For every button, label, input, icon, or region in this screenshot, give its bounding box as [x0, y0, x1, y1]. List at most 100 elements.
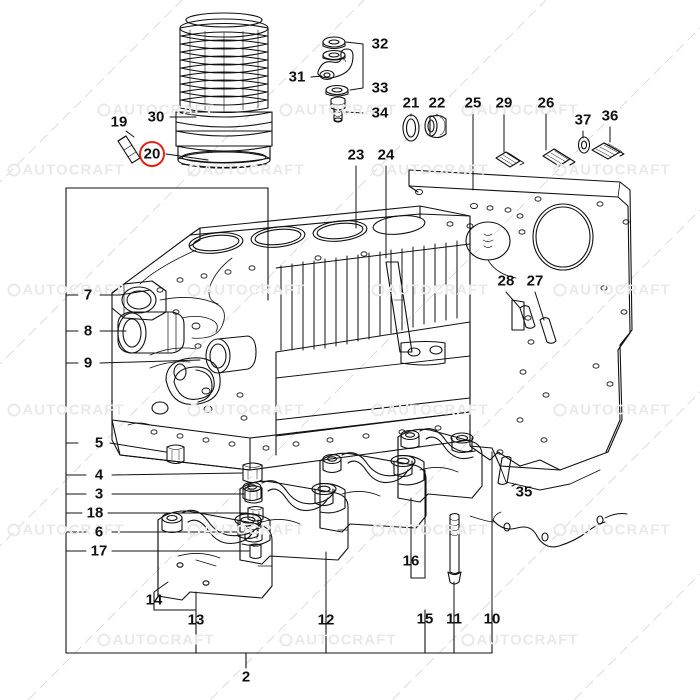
ring-logo-icon: [553, 403, 567, 417]
bolt-26: [542, 148, 576, 167]
cylinder-block-illustration: [111, 205, 471, 471]
callout-32[interactable]: 32: [371, 35, 389, 53]
nut-6: [244, 524, 263, 543]
watermark-text: AUTOCRAFT: [568, 161, 671, 179]
washer-37: [577, 136, 591, 154]
watermark-autocraft: AUTOCRAFT: [461, 632, 578, 649]
watermark-text: AUTOCRAFT: [22, 521, 125, 539]
ring-logo-icon: [279, 633, 293, 647]
watermark-text: AUTOCRAFT: [22, 281, 125, 299]
callout-8[interactable]: 8: [83, 322, 93, 340]
dowel-pin-28: [519, 305, 536, 329]
ring-logo-icon: [7, 283, 21, 297]
watermark-text: AUTOCRAFT: [386, 521, 489, 539]
callout-6[interactable]: 6: [94, 523, 104, 541]
sealing-washer-33: [325, 84, 349, 97]
watermark-text: AUTOCRAFT: [202, 401, 305, 419]
callout-leader-lines: [65, 41, 611, 611]
callout-30[interactable]: 30: [147, 108, 165, 126]
banjo-bolt-34: [330, 96, 346, 123]
callout-26[interactable]: 26: [537, 94, 555, 112]
watermark-text: AUTOCRAFT: [202, 521, 305, 539]
washer-17: [249, 543, 262, 560]
callout-27[interactable]: 27: [526, 272, 544, 290]
ring-logo-icon: [371, 163, 385, 177]
ring-logo-icon: [553, 283, 567, 297]
watermark-autocraft: AUTOCRAFT: [187, 522, 304, 539]
ring-logo-icon: [553, 523, 567, 537]
watermark-autocraft: AUTOCRAFT: [187, 402, 304, 419]
setscrew-29: [495, 151, 525, 168]
callout-34[interactable]: 34: [371, 104, 389, 122]
main-bearing-cap-bolt-11: [447, 512, 462, 585]
callout-37[interactable]: 37: [574, 111, 592, 129]
ring-logo-icon: [279, 103, 293, 117]
callout-35[interactable]: 35: [515, 483, 533, 501]
callout-3[interactable]: 3: [94, 485, 104, 503]
watermark-text: AUTOCRAFT: [112, 101, 215, 119]
watermark-text: AUTOCRAFT: [202, 161, 305, 179]
callout-29[interactable]: 29: [495, 94, 513, 112]
callout-20[interactable]: 20: [143, 145, 161, 163]
callout-9[interactable]: 9: [83, 354, 93, 372]
callout-5[interactable]: 5: [94, 434, 104, 452]
callout-2[interactable]: 2: [241, 668, 251, 686]
callout-16[interactable]: 16: [402, 552, 420, 570]
ring-logo-icon: [461, 633, 475, 647]
callout-18[interactable]: 18: [86, 504, 104, 522]
callout-15[interactable]: 15: [416, 610, 434, 628]
ring-logo-icon: [187, 283, 201, 297]
watermark-text: AUTOCRAFT: [386, 161, 489, 179]
timing-case-backplate-illustration: [408, 169, 633, 548]
callout-4[interactable]: 4: [94, 466, 104, 484]
watermark-autocraft: AUTOCRAFT: [279, 102, 396, 119]
cylinder-liner-assembly: [175, 12, 273, 169]
callout-10[interactable]: 10: [483, 610, 501, 628]
watermark-autocraft: AUTOCRAFT: [279, 632, 396, 649]
callout-33[interactable]: 33: [371, 79, 389, 97]
ring-logo-icon: [187, 403, 201, 417]
callout-36[interactable]: 36: [601, 107, 619, 125]
callout-28[interactable]: 28: [497, 272, 515, 290]
callout-31[interactable]: 31: [288, 68, 306, 86]
callout-7[interactable]: 7: [83, 286, 93, 304]
watermark-autocraft: AUTOCRAFT: [97, 632, 214, 649]
callout-14[interactable]: 14: [145, 591, 163, 609]
callout-11[interactable]: 11: [446, 610, 462, 628]
ring-logo-icon: [187, 523, 201, 537]
bearing-cap-rear-middle: [319, 452, 427, 533]
watermark-autocraft: AUTOCRAFT: [371, 522, 488, 539]
callout-19[interactable]: 19: [110, 113, 128, 131]
core-plug-bush-22: [424, 114, 447, 139]
callout-24[interactable]: 24: [377, 146, 395, 164]
ring-logo-icon: [371, 403, 385, 417]
ring-logo-icon: [461, 103, 475, 117]
watermark-text: AUTOCRAFT: [112, 631, 215, 649]
callout-23[interactable]: 23: [347, 146, 365, 164]
watermark-autocraft: AUTOCRAFT: [553, 402, 670, 419]
piston-cooling-jet-31: [317, 48, 354, 81]
watermark-autocraft: AUTOCRAFT: [187, 282, 304, 299]
callout-17[interactable]: 17: [90, 542, 108, 560]
callout-22[interactable]: 22: [428, 94, 446, 112]
watermark-text: AUTOCRAFT: [476, 631, 579, 649]
ring-logo-icon: [7, 403, 21, 417]
nut-5: [166, 444, 185, 465]
watermark-autocraft: AUTOCRAFT: [7, 402, 124, 419]
watermark-autocraft: AUTOCRAFT: [7, 282, 124, 299]
watermark-autocraft: AUTOCRAFT: [97, 102, 214, 119]
watermark-text: AUTOCRAFT: [386, 401, 489, 419]
callout-21[interactable]: 21: [402, 94, 420, 112]
dowel-pin-27: [539, 317, 557, 344]
watermark-autocraft: AUTOCRAFT: [553, 282, 670, 299]
callout-13[interactable]: 13: [187, 611, 205, 629]
woodruff-key-35: [497, 455, 512, 486]
callout-25[interactable]: 25: [464, 94, 482, 112]
ring-logo-icon: [371, 523, 385, 537]
callout-12[interactable]: 12: [317, 611, 335, 629]
bearing-cap-16: [397, 428, 483, 503]
watermark-text: AUTOCRAFT: [568, 401, 671, 419]
